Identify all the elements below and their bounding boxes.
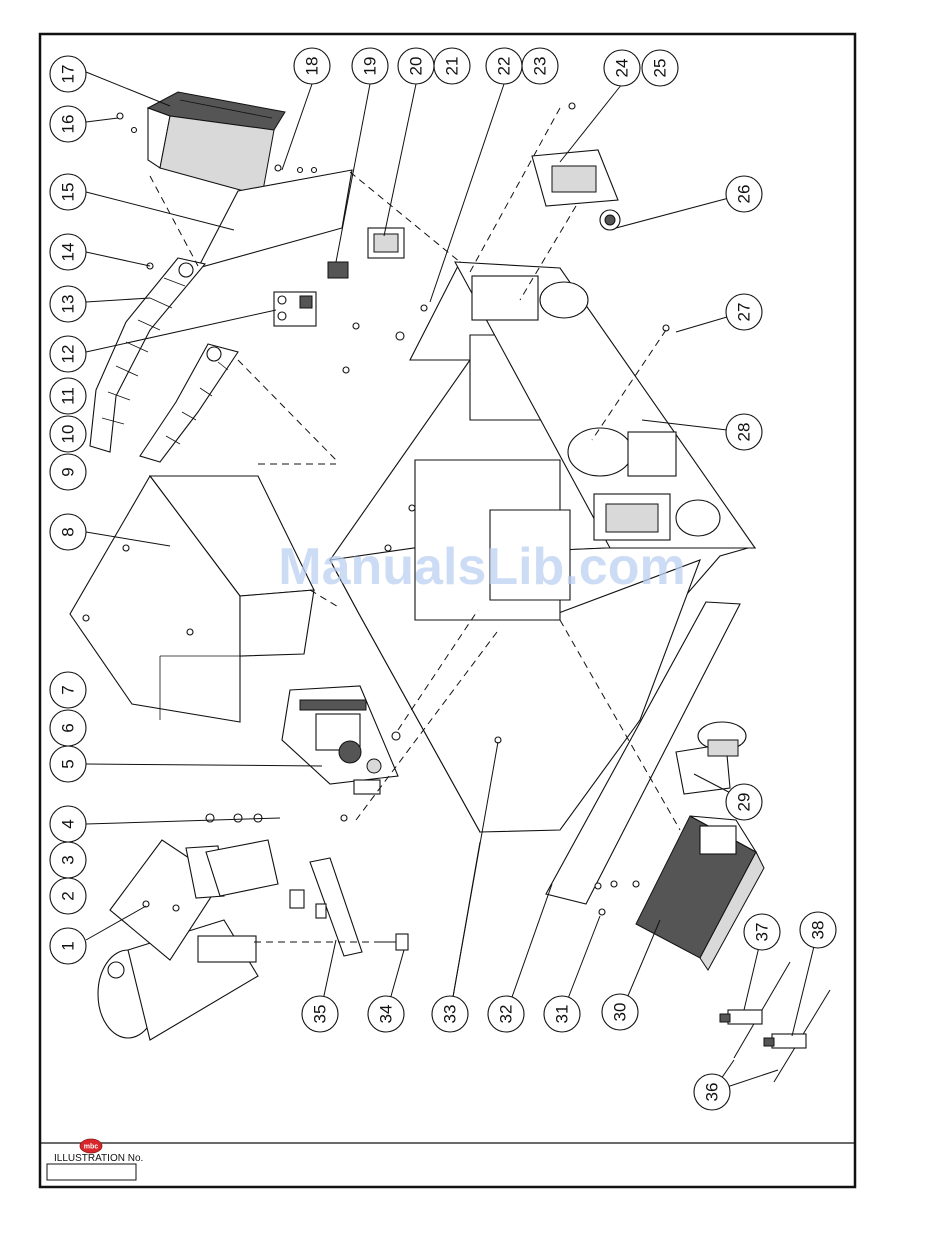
callout-6: 6 [50,710,86,746]
callout-label: 8 [59,527,78,536]
callout-label: 7 [59,685,78,694]
callout-10: 10 [50,416,86,452]
company-logo: mbc [80,1139,102,1153]
callout-label: 21 [443,57,462,76]
cable-chain-9-13 [90,258,238,462]
callout-label: 2 [59,891,78,900]
callout-label: 10 [59,425,78,444]
callout-25: 25 [642,50,678,86]
callout-33: 33 [432,996,468,1032]
callout-label: 13 [59,295,78,314]
battery-box-8 [70,476,314,722]
callout-label: 29 [735,793,754,812]
callout-label: 25 [651,59,670,78]
callout-label: 11 [59,387,78,405]
callout-label: 27 [735,303,754,322]
callout-3: 3 [50,842,86,878]
cables-36-37-38 [720,962,830,1082]
callout-17: 17 [50,56,86,92]
callout-label: 35 [311,1005,330,1024]
callout-label: 20 [407,57,426,76]
watermark-text: ManualsLib.com [278,538,685,596]
callout-label: 3 [59,855,78,864]
callout-34: 34 [368,996,404,1032]
callout-4: 4 [50,806,86,842]
callout-16: 16 [50,106,86,142]
title-block: mbc ILLUSTRATION No. [47,1139,143,1180]
callout-label: 22 [495,57,514,76]
callout-label: 34 [377,1005,396,1024]
contactor-12 [274,292,316,326]
controller-box-17 [148,92,285,196]
callout-22: 22 [486,48,522,84]
callout-23: 23 [522,48,558,84]
callout-1: 1 [50,928,86,964]
control-housing-5 [282,686,398,794]
callout-29: 29 [726,784,762,820]
callout-14: 14 [50,234,86,270]
callout-28: 28 [726,414,762,450]
logo-text: mbc [84,1144,99,1151]
panel-frame-24 [532,150,618,206]
illustration-label: ILLUSTRATION No. [54,1153,143,1164]
callout-label: 24 [613,59,632,78]
callout-18: 18 [294,48,330,84]
callout-8: 8 [50,514,86,550]
callout-label: 33 [441,1005,460,1024]
callout-36: 36 [694,1074,730,1110]
callout-5: 5 [50,746,86,782]
callout-label: 18 [303,57,322,76]
callout-label: 19 [361,57,380,76]
callout-24: 24 [604,50,640,86]
callout-label: 30 [611,1003,630,1022]
callout-37: 37 [744,914,780,950]
callout-label: 36 [703,1083,722,1102]
callout-13: 13 [50,286,86,322]
callout-12: 12 [50,336,86,372]
callout-7: 7 [50,672,86,708]
callout-label: 15 [59,183,78,202]
callout-9: 9 [50,454,86,490]
callout-label: 9 [59,467,78,476]
callout-label: 26 [735,185,754,204]
callout-31: 31 [544,996,580,1032]
callout-2: 2 [50,878,86,914]
callout-15: 15 [50,174,86,210]
callout-label: 6 [59,723,78,732]
illustration-number-box [47,1164,136,1180]
callout-label: 12 [59,345,78,364]
callout-label: 14 [59,243,78,262]
switch-connector-19-20 [328,228,404,278]
bracket-35 [290,858,362,956]
callout-label: 38 [809,921,828,940]
callout-20: 20 [398,48,434,84]
callout-label: 32 [497,1005,516,1024]
callout-label: 4 [59,819,78,828]
callout-label: 1 [59,941,78,950]
callout-label: 31 [553,1005,572,1024]
callout-21: 21 [434,48,470,84]
callout-19: 19 [352,48,388,84]
grommet-26 [600,210,620,230]
callout-27: 27 [726,294,762,330]
callout-11: 11 [50,378,86,414]
pump-motor-1 [98,840,278,1040]
callout-32: 32 [488,996,524,1032]
callout-label: 5 [59,759,78,768]
callout-label: 28 [735,423,754,442]
callout-30: 30 [602,994,638,1030]
callout-label: 37 [753,923,772,942]
callout-label: 23 [531,57,550,76]
callout-label: 17 [59,65,78,84]
charger-30 [636,816,764,970]
callout-26: 26 [726,176,762,212]
callout-35: 35 [302,996,338,1032]
callout-label: 16 [59,115,78,134]
callout-38: 38 [800,912,836,948]
pin-34 [380,934,408,950]
